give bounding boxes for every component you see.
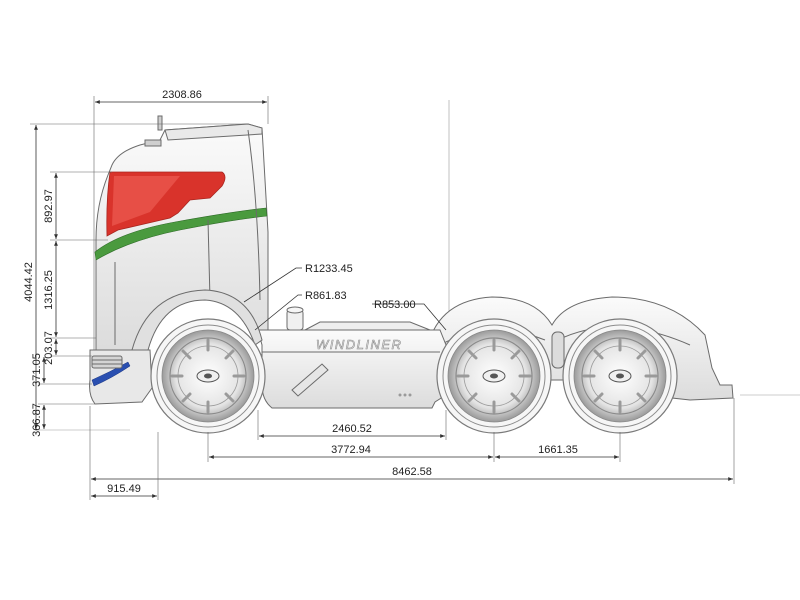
dim-label-bumper: 203.07 — [43, 331, 55, 365]
middle-wheel — [435, 317, 553, 435]
dim-label-cab-length: 2308.86 — [162, 89, 202, 101]
dim-cab-body: 1316.25 — [43, 241, 96, 339]
dim-label-overall-height: 4044.42 — [23, 262, 35, 302]
dim-label-cab-body: 1316.25 — [43, 270, 55, 310]
dim-overall-height: 4044.42 — [23, 123, 248, 429]
dim-ground-clearance: 366.87 — [31, 403, 95, 437]
dim-label-red-panel: 892.97 — [43, 189, 55, 223]
dim-label-radius-front: R1233.45 — [305, 263, 353, 275]
dim-bumper: 203.07 — [43, 331, 92, 365]
dim-overall-length: 8462.58 — [89, 398, 735, 500]
dim-red-panel: 892.97 — [43, 171, 112, 241]
dim-label-lower: 371.05 — [31, 353, 43, 387]
front-wheel — [149, 317, 267, 435]
dim-label-radius-tank: R861.83 — [305, 290, 347, 302]
windliner-logo: WINDLINER — [316, 337, 402, 352]
dim-label-wheelbase: 3772.94 — [331, 444, 371, 456]
dim-label-chassis-span: 2460.52 — [332, 423, 372, 435]
dim-chassis-span: 2460.52 — [257, 410, 447, 440]
dim-label-radius-rear: R853.00 — [374, 299, 416, 311]
dim-label-overall-length: 8462.58 — [392, 466, 432, 478]
green-stripe — [94, 207, 268, 261]
dim-front-overhang: 915.49 — [91, 432, 159, 500]
dim-label-front-overhang: 915.49 — [107, 483, 141, 495]
dim-label-ground-clearance: 366.87 — [31, 403, 43, 437]
rear-wheel — [561, 317, 679, 435]
truck-illustration: WINDLINER — [89, 115, 734, 435]
dim-label-axle-spacing: 1661.35 — [538, 444, 578, 456]
reference-guides — [35, 100, 800, 431]
dim-lower: 371.05 — [31, 353, 92, 387]
dim-wheelbase: 3772.94 1661.35 — [207, 432, 621, 462]
radius-callouts: R1233.45 R861.83 R853.00 — [243, 263, 447, 331]
dim-cab-length: 2308.86 — [93, 89, 269, 350]
